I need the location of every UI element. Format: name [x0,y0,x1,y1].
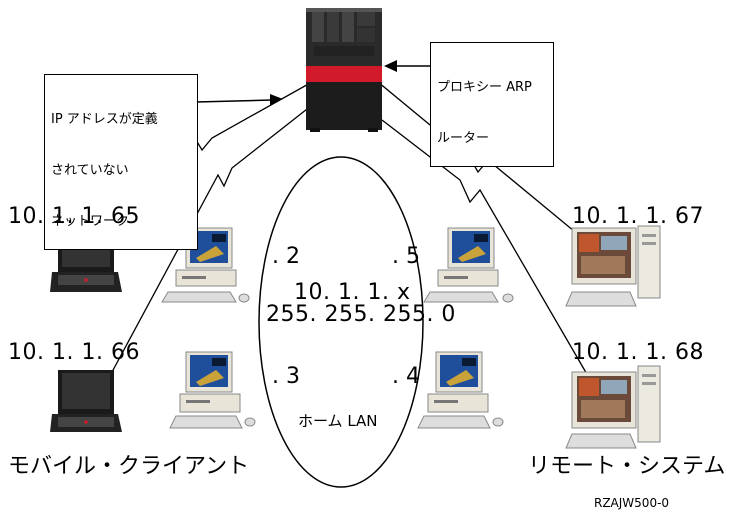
remote-workstation-icon-bottom [565,365,661,449]
figure-id: RZAJW500-0 [594,496,670,510]
lan-network-address: 10. 1. 1. x [294,280,411,305]
remote-system-ip-top: 10. 1. 1. 67 [572,204,704,229]
server-tower-icon [306,8,382,132]
home-lan-ellipse [258,156,424,488]
lan-host-2: . 2 [272,244,300,269]
callout-unassigned-network: IP アドレスが定義 されていない ネットワーク [44,74,198,250]
callout-proxy-arp: プロキシー ARP ルーター [430,42,554,167]
mobile-client-ip-bottom: 10. 1. 1. 66 [8,340,140,365]
desktop-pc-icon-4 [417,351,504,429]
lan-netmask: 255. 255. 255. 0 [266,302,456,327]
callout-unassigned-network-line-3: ネットワーク [51,214,130,229]
mobile-client-ip-top: 10. 1. 1. 65 [8,204,140,229]
callout-unassigned-network-line-1: IP アドレスが定義 [51,112,158,127]
remote-systems-caption: リモート・システム [528,454,726,479]
desktop-pc-icon-3 [423,227,514,303]
callout-unassigned-network-line-2: されていない [51,163,129,178]
lan-host-3: . 3 [272,364,300,389]
laptop-icon-bottom [50,370,122,432]
remote-system-ip-bottom: 10. 1. 1. 68 [572,340,704,365]
desktop-pc-icon-2 [169,351,256,429]
lan-host-4: . 4 [392,364,420,389]
arrow-unassigned-network [195,99,273,103]
home-lan-label: ホーム LAN [298,412,378,430]
callout-proxy-arp-line-2: ルーター [437,131,490,146]
arrow-unassigned-network-head [270,94,283,105]
arrow-proxy-arp-head [384,60,397,72]
lan-host-5: . 5 [392,244,420,269]
callout-proxy-arp-line-1: プロキシー ARP [437,80,532,95]
mobile-clients-caption: モバイル・クライアント [8,454,250,479]
remote-workstation-icon-top [565,225,661,307]
